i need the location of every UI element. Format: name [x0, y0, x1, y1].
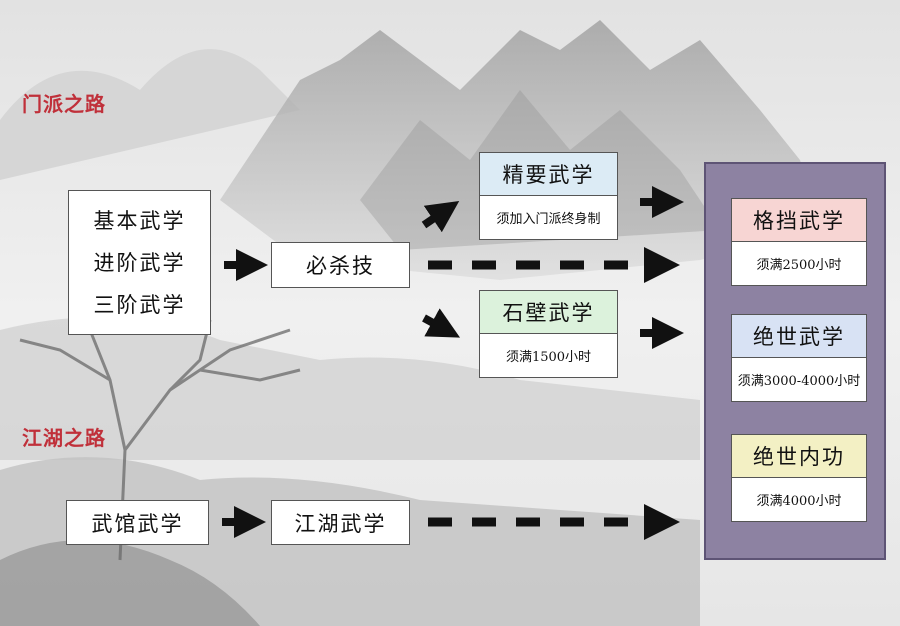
peerless-inner-power-note: 须满4000小时: [756, 494, 842, 509]
sect-path-title: 门派之路: [22, 92, 106, 116]
jianghu-martial-arts-box: 江湖武学: [271, 500, 410, 545]
peerless-inner-power-card: 绝世内功 须满4000小时: [731, 434, 867, 522]
essential-martial-arts-title: 精要武学: [480, 153, 617, 196]
ultimate-skill-box: 必杀技: [271, 242, 410, 288]
peerless-martial-arts-card: 绝世武学 须满3000-4000小时: [731, 314, 867, 402]
essential-martial-arts-card: 精要武学 须加入门派终身制: [479, 152, 618, 240]
jianghu-martial-arts-label: 江湖武学: [294, 511, 387, 536]
parry-martial-arts-card: 格挡武学 须满2500小时: [731, 198, 867, 286]
parry-martial-arts-note: 须满2500小时: [756, 258, 842, 273]
stone-wall-martial-arts-title: 石壁武学: [480, 291, 617, 334]
arrow-to-essential: [421, 200, 460, 233]
dojo-martial-arts-label: 武馆武学: [91, 511, 184, 536]
stone-wall-martial-arts-note: 须满1500小时: [505, 350, 592, 365]
jianghu-path-title: 江湖之路: [22, 426, 106, 450]
basic-martial-arts-box: 基本武学 进阶武学 三阶武学: [68, 190, 211, 335]
dojo-martial-arts-box: 武馆武学: [66, 500, 209, 545]
parry-martial-arts-title: 格挡武学: [732, 199, 866, 242]
basic-skill-label: 基本武学: [93, 208, 186, 233]
advanced-skill-label: 进阶武学: [93, 250, 186, 275]
peerless-inner-power-title: 绝世内功: [732, 435, 866, 478]
arrow-to-stone-wall: [422, 308, 461, 338]
peerless-martial-arts-title: 绝世武学: [732, 315, 866, 358]
ultimate-skill-label: 必杀技: [306, 254, 375, 278]
third-tier-skill-label: 三阶武学: [93, 292, 186, 317]
stone-wall-martial-arts-card: 石壁武学 须满1500小时: [479, 290, 618, 378]
essential-martial-arts-note: 须加入门派终身制: [496, 212, 601, 227]
peerless-martial-arts-note: 须满3000-4000小时: [737, 374, 861, 389]
